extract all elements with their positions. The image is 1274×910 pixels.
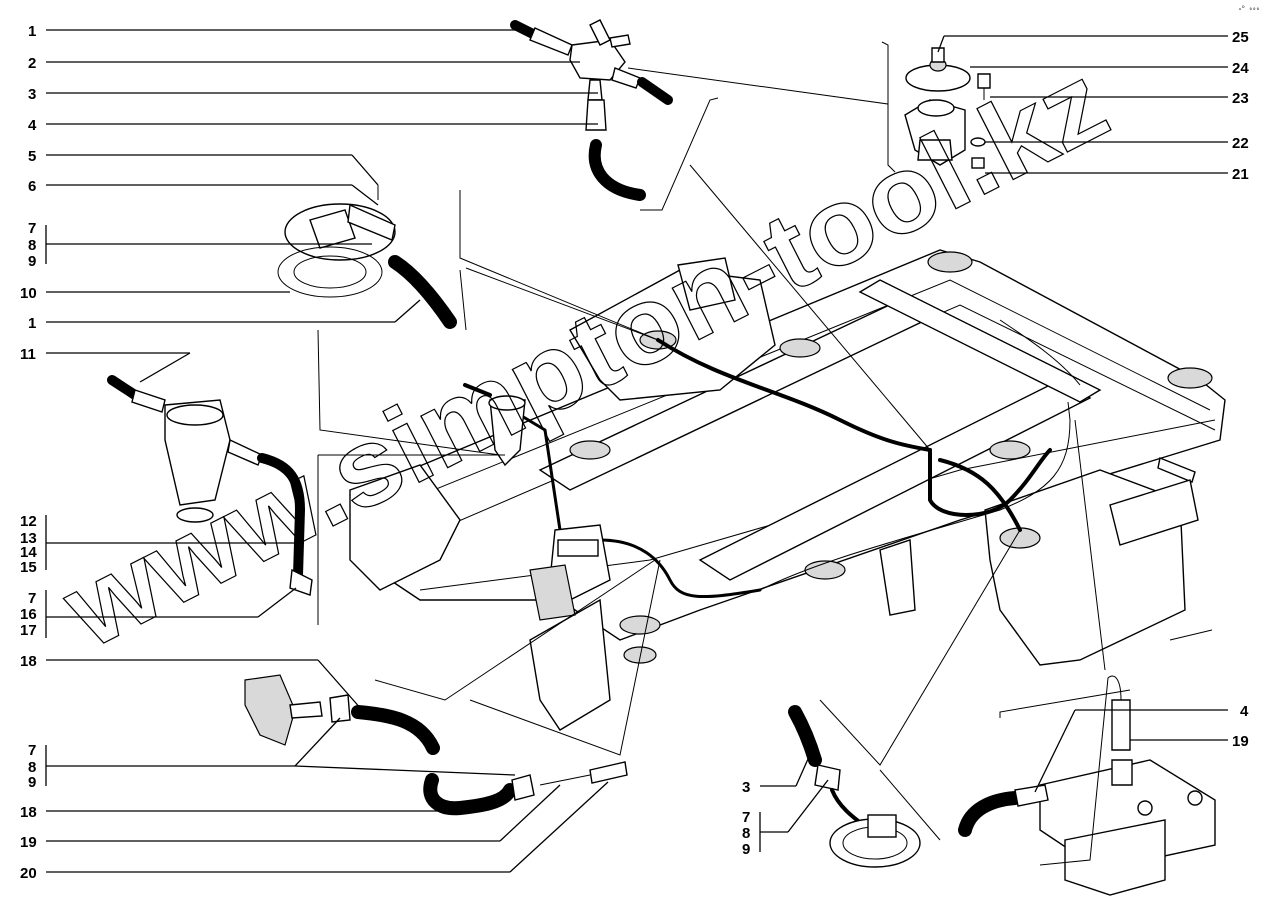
callout-l25: 19 bbox=[20, 834, 37, 851]
callout-b2: 7 bbox=[742, 809, 750, 826]
callout-r7: 19 bbox=[1232, 733, 1249, 750]
callout-l12: 11 bbox=[20, 346, 36, 363]
callout-l5: 5 bbox=[28, 148, 36, 165]
callout-l23: 9 bbox=[28, 774, 36, 791]
callout-r2: 24 bbox=[1232, 60, 1249, 77]
callout-l3: 3 bbox=[28, 86, 36, 103]
callout-r3: 23 bbox=[1232, 90, 1249, 107]
callout-r4: 22 bbox=[1232, 135, 1249, 152]
callout-l22: 8 bbox=[28, 759, 36, 776]
fuel-pump bbox=[529, 524, 611, 621]
callout-l13: 12 bbox=[20, 513, 37, 530]
fuel-filter-frame bbox=[463, 383, 526, 467]
callout-l2: 2 bbox=[28, 55, 36, 72]
valve-assembly bbox=[904, 47, 991, 169]
callout-l19: 17 bbox=[20, 622, 37, 639]
tee-fitting-assembly bbox=[510, 19, 673, 201]
callout-l10: 10 bbox=[20, 285, 37, 302]
callout-l18: 16 bbox=[20, 606, 37, 623]
frame-mounts bbox=[569, 251, 1213, 664]
callout-l7: 7 bbox=[28, 220, 36, 237]
callout-l21: 7 bbox=[28, 742, 36, 759]
frame-fuel-lines bbox=[518, 319, 1081, 598]
callout-r5: 21 bbox=[1232, 166, 1249, 183]
figure-code: ᵤᴰ ₀₀₀ bbox=[1238, 5, 1260, 12]
filter-housing-detail bbox=[958, 675, 1216, 896]
callout-r6: 4 bbox=[1240, 703, 1249, 720]
callout-l6: 6 bbox=[28, 178, 36, 195]
fuel-tank bbox=[984, 469, 1199, 666]
callout-l1: 1 bbox=[28, 23, 36, 40]
callout-b1: 3 bbox=[742, 779, 750, 796]
callout-l11: 1 bbox=[28, 315, 36, 332]
callout-l14: 13 bbox=[20, 530, 37, 547]
callout-l8: 8 bbox=[28, 237, 36, 254]
callout-labels: 1 2 3 4 5 6 7 8 9 10 1 11 12 13 14 15 7 … bbox=[20, 23, 1249, 882]
callout-l24: 18 bbox=[20, 804, 37, 821]
callout-l15: 14 bbox=[20, 544, 37, 561]
callout-l9: 9 bbox=[28, 253, 36, 270]
callout-l17: 7 bbox=[28, 590, 36, 607]
fuel-sender-assembly bbox=[277, 185, 457, 329]
callout-l16: 15 bbox=[20, 559, 37, 576]
callout-l26: 20 bbox=[20, 865, 37, 882]
tank-outlet-detail bbox=[788, 705, 921, 868]
leader-lines bbox=[45, 29, 1228, 873]
upper-reservoir bbox=[569, 257, 776, 401]
callout-l4: 4 bbox=[28, 117, 37, 134]
lower-hose-assembly bbox=[244, 674, 628, 816]
callout-b4: 9 bbox=[742, 841, 750, 858]
callout-r1: 25 bbox=[1232, 29, 1249, 46]
callout-b3: 8 bbox=[742, 825, 750, 842]
callout-l20: 18 bbox=[20, 653, 37, 670]
